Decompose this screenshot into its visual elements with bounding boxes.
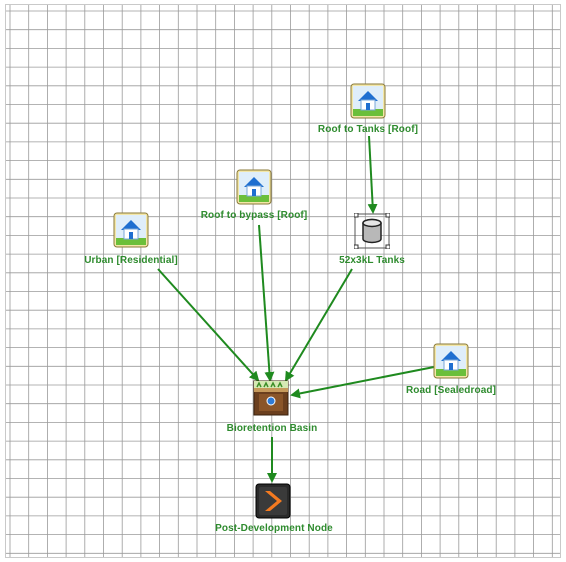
bioretention-icon <box>253 380 289 416</box>
link-roof-to-bypass-to-bioretention[interactable] <box>258 224 275 382</box>
house-icon <box>236 169 272 205</box>
node-label: Road [Sealedroad] <box>405 385 497 396</box>
model-canvas[interactable]: Roof to Tanks [Roof] Roof to bypass [Roo… <box>5 4 561 558</box>
node-label: Urban [Residential] <box>84 255 178 266</box>
link-roof-to-tanks-to-tanks[interactable] <box>367 135 378 214</box>
grid-background <box>6 5 560 557</box>
house-icon <box>433 343 469 379</box>
node-label: Bioretention Basin <box>226 423 318 434</box>
node-arrow-icon <box>255 483 291 519</box>
link-road-to-bioretention[interactable] <box>290 366 435 399</box>
node-label: 52x3kL Tanks <box>339 255 405 266</box>
node-label: Roof to Tanks [Roof] <box>317 124 419 135</box>
link-tanks-to-bioretention[interactable] <box>284 268 353 382</box>
house-icon <box>350 83 386 119</box>
node-label: Post-Development Node <box>215 523 333 534</box>
link-urban-to-bioretention[interactable] <box>157 268 260 382</box>
tank-icon <box>354 213 390 249</box>
node-label: Roof to bypass [Roof] <box>200 210 308 221</box>
house-icon <box>113 212 149 248</box>
